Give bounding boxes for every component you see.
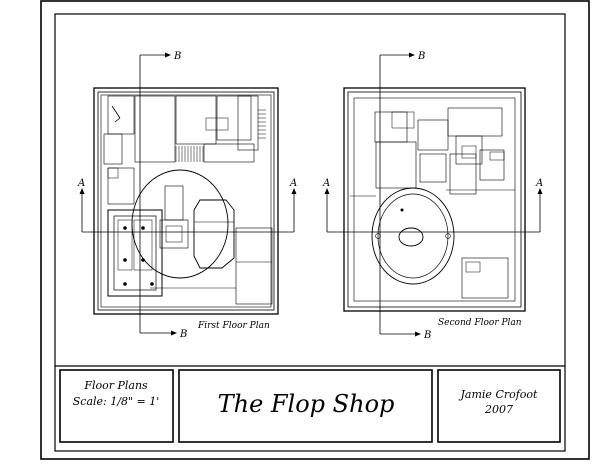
section-mark-a-left-1: A [77,178,85,189]
section-line-a [81,192,541,233]
arrow-right-icon [171,330,177,336]
second-floor-plan-label: Second Floor Plan [438,318,522,328]
outer-border [40,0,590,460]
title-block-left-box [59,369,174,443]
section-mark-a-right-1: A [289,178,297,189]
arrow-right-icon [409,52,415,58]
project-title: The Flop Shop [218,390,395,418]
first-floor-plan [93,87,279,315]
section-arrowheads [79,52,543,337]
title-block-center-box [178,369,433,443]
stair-icon [175,109,266,162]
first-floor-plan-label: First Floor Plan [197,321,270,331]
section-mark-b-top-right: B [417,51,425,62]
section-mark-b-bottom-right: B [423,330,431,341]
title-block-right-box [437,369,561,443]
arrow-right-icon [415,331,421,337]
drawing-year: 2007 [484,403,513,416]
scale-label: Scale: 1/8" = 1' [73,395,159,408]
author-name: Jamie Crofoot [459,388,539,401]
arrow-right-icon [165,52,171,58]
section-mark-b-top-left: B [173,51,181,62]
arrow-up-icon [324,188,330,194]
arrow-up-icon [79,188,85,194]
section-mark-a-left-2: A [322,178,330,189]
section-line-b [139,54,418,335]
second-floor-plan [343,87,526,312]
section-mark-a-right-2: A [535,178,543,189]
drawing-type-label: Floor Plans [83,379,148,392]
arrow-up-icon [537,188,543,194]
arrow-up-icon [291,188,297,194]
inner-border [54,13,566,452]
section-mark-b-bottom-left: B [179,329,187,340]
